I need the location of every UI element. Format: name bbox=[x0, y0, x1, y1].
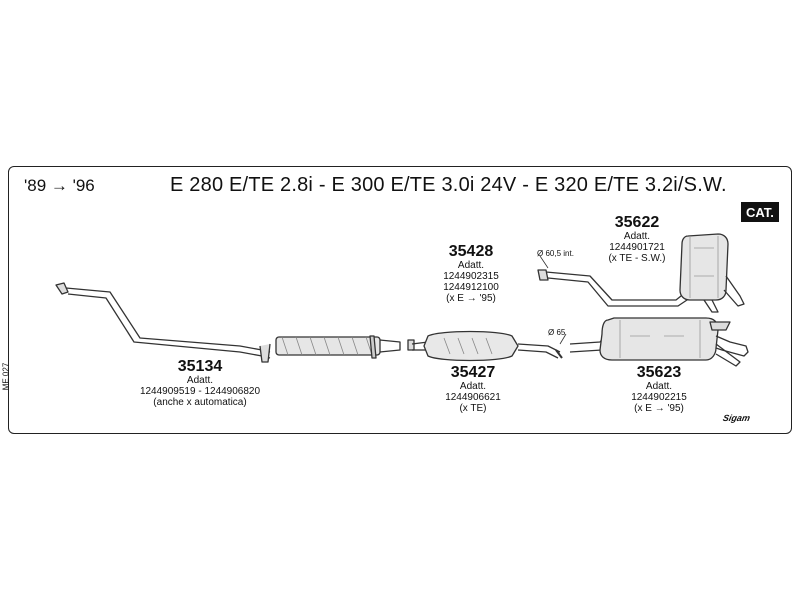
cat-badge: CAT. bbox=[741, 202, 779, 222]
part-number: 35623 bbox=[636, 364, 682, 381]
model-title: E 280 E/TE 2.8i - E 300 E/TE 3.0i 24V - … bbox=[170, 174, 727, 196]
part-line: (anche x automatica) bbox=[153, 397, 247, 408]
part-line: (x E → '95) bbox=[446, 293, 496, 304]
part-label-35427: 35427 Adatt. 1244906621 (x TE) bbox=[428, 364, 518, 414]
part-label-35622: 35622 Adatt. 1244901721 (x TE - S.W.) bbox=[590, 214, 684, 264]
diameter-label-60: Ø 60,5 int. bbox=[537, 249, 574, 258]
model-years: '89 → '96 bbox=[24, 176, 95, 195]
part-number: 35428 bbox=[448, 243, 494, 260]
part-line: Adatt. bbox=[459, 381, 487, 392]
part-line: 1244906621 bbox=[445, 392, 501, 403]
part-label-35623: 35623 Adatt. 1244902215 (x E → '95) bbox=[614, 364, 704, 414]
part-line: Adatt. bbox=[457, 260, 485, 271]
part-number: 35427 bbox=[450, 364, 496, 381]
part-line: 1244909519 - 1244906820 bbox=[139, 386, 261, 397]
part-label-35134: 35134 Adatt. 1244909519 - 1244906820 (an… bbox=[110, 358, 290, 408]
part-number: 35134 bbox=[177, 358, 223, 375]
part-line: (x TE) bbox=[459, 403, 487, 414]
part-line: (x E → '95) bbox=[634, 403, 684, 414]
part-line: Adatt. bbox=[186, 375, 214, 386]
rear-muffler-35622 bbox=[537, 233, 745, 313]
brand-logo: Sigam bbox=[721, 413, 752, 423]
part-line: Adatt. bbox=[623, 231, 651, 242]
part-label-35428: 35428 Adatt. 1244902315 1244912100 (x E … bbox=[426, 243, 516, 304]
part-line: 1244902215 bbox=[631, 392, 687, 403]
part-number: 35622 bbox=[614, 214, 660, 231]
part-line: (x TE - S.W.) bbox=[608, 253, 666, 264]
front-pipe-35134 bbox=[55, 282, 415, 363]
diagram-frame bbox=[8, 166, 792, 434]
rear-muffler-35623 bbox=[569, 317, 749, 367]
part-line: 1244912100 bbox=[443, 282, 499, 293]
middle-muffler-35427 bbox=[411, 330, 563, 362]
part-line: 1244902315 bbox=[443, 271, 499, 282]
diameter-label-65: Ø 65 bbox=[548, 328, 566, 337]
part-line: Adatt. bbox=[645, 381, 673, 392]
part-line: 1244901721 bbox=[609, 242, 665, 253]
